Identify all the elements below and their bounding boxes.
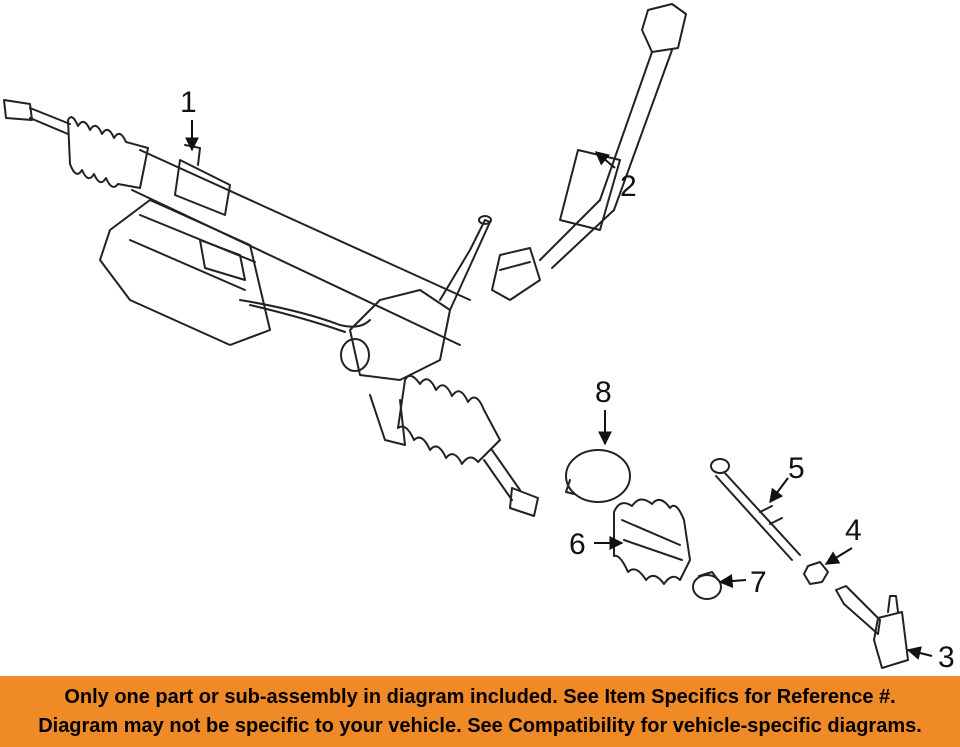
boot-clamp — [565, 449, 631, 503]
leader-2 — [594, 151, 616, 169]
disclaimer-line-2: Diagram may not be specific to your vehi… — [38, 714, 922, 737]
leader-3 — [906, 646, 933, 660]
callout-7: 7 — [750, 566, 767, 599]
callout-8: 8 — [595, 376, 612, 409]
outer-tie-rod-end — [835, 585, 909, 669]
steering-rack-assembly — [3, 99, 539, 517]
callout-5: 5 — [788, 452, 805, 485]
callout-1: 1 — [180, 86, 197, 119]
disclaimer-line-1: Only one part or sub-assembly in diagram… — [64, 685, 896, 708]
callout-4: 4 — [845, 514, 862, 547]
rack-boot — [613, 498, 691, 585]
callout-2: 2 — [620, 170, 637, 203]
steering-parts-diagram: 1 2 3 4 5 6 7 8 — [3, 3, 955, 674]
disclaimer-banner: Only one part or sub-assembly in diagram… — [0, 676, 960, 747]
inner-tie-rod — [710, 458, 801, 561]
leader-5 — [769, 477, 789, 504]
leader-4 — [824, 547, 853, 565]
intermediate-shaft — [491, 3, 687, 301]
callout-3: 3 — [938, 641, 955, 674]
callout-6: 6 — [569, 528, 586, 561]
jam-nut — [803, 561, 829, 585]
leader-7 — [718, 574, 747, 589]
